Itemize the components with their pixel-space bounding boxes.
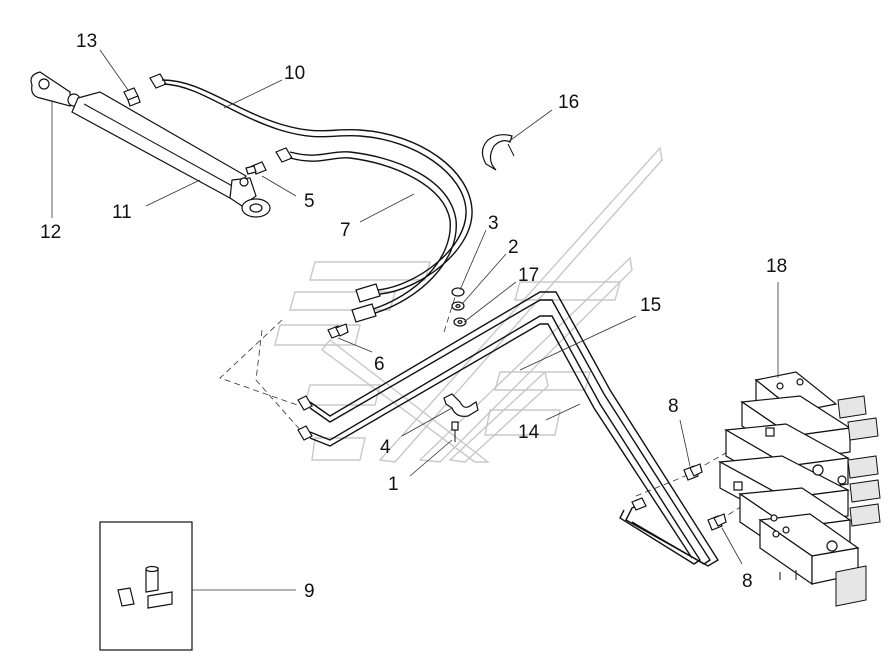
control-valve-block-18 (717, 371, 881, 607)
fitting-8-upper (683, 463, 703, 481)
retaining-ring-16 (481, 134, 515, 171)
bolt-1 (451, 421, 459, 442)
callout-1: 1 (388, 474, 399, 495)
callout-14: 14 (518, 422, 540, 443)
fitting-13 (123, 87, 141, 107)
clamp-4 (443, 393, 479, 417)
callout-13: 13 (76, 31, 97, 52)
fitting-8-lower (707, 513, 727, 531)
callout-3: 3 (488, 213, 499, 234)
callout-16: 16 (558, 92, 579, 113)
callout-labels: 13 10 16 5 11 12 7 3 2 17 18 15 6 8 14 4… (40, 31, 787, 602)
callout-9: 9 (304, 581, 315, 602)
callout-2: 2 (508, 237, 519, 258)
callout-8-upper: 8 (668, 396, 679, 417)
seal-kit-box-9 (99, 521, 193, 651)
callout-15: 15 (640, 295, 661, 316)
fitting-6 (327, 323, 349, 339)
callout-17: 17 (518, 265, 539, 286)
callout-6: 6 (374, 354, 385, 375)
assembly-guides (219, 293, 743, 521)
hose-7 (275, 147, 457, 323)
watermark-logo (274, 146, 663, 463)
hydraulic-cylinder (30, 71, 271, 218)
callout-11: 11 (112, 202, 132, 223)
leader-lines (51, 49, 779, 591)
callout-10: 10 (284, 63, 305, 84)
callout-5: 5 (304, 191, 315, 212)
callout-8-lower: 8 (742, 571, 753, 592)
fitting-5 (245, 161, 267, 175)
hose-10 (149, 73, 473, 303)
callout-12: 12 (40, 222, 61, 243)
steel-pipes (297, 291, 719, 567)
callout-7: 7 (340, 220, 351, 241)
callout-18: 18 (766, 256, 787, 277)
washers (451, 287, 467, 327)
callout-4: 4 (380, 437, 391, 458)
